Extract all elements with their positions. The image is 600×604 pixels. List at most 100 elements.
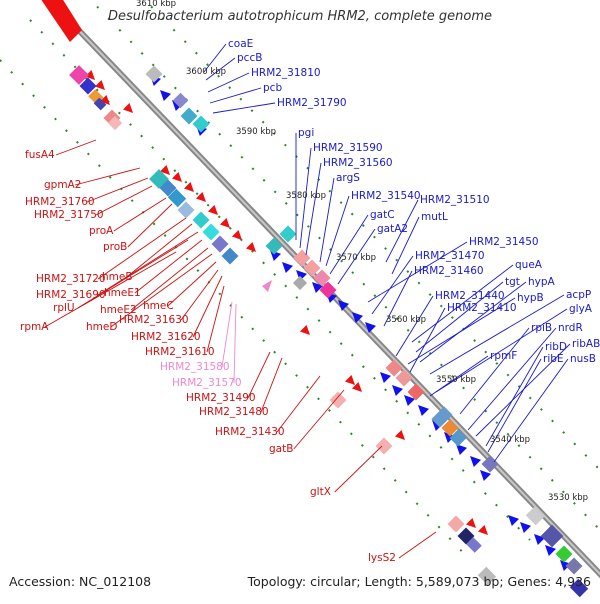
- kbp-tick-label: 3530 kbp: [548, 493, 588, 503]
- gene-block: [172, 92, 189, 109]
- leader-line: [299, 147, 312, 249]
- gene-arrow: [172, 172, 182, 182]
- gene-label: HRM2_31560: [323, 157, 393, 169]
- gene-arrow: [196, 192, 206, 202]
- gene-arrow: [282, 262, 293, 273]
- topology-text: Topology: circular; Length: 5,589,073 bp…: [247, 574, 591, 589]
- gene-label: HRM2_31750: [34, 209, 104, 221]
- gene-label: ribE: [543, 353, 564, 365]
- leader-line: [367, 241, 468, 303]
- label-leader-lines: [44, 43, 571, 559]
- gene-arrow: [184, 182, 194, 192]
- gene-block: [145, 65, 163, 83]
- gene-arrow: [300, 325, 310, 335]
- gene-arrow: [395, 430, 405, 440]
- leader-line: [337, 228, 376, 285]
- gene-label: HRM2_31760: [25, 196, 95, 208]
- leader-line: [276, 375, 321, 433]
- gene-block: [292, 275, 308, 291]
- gene-block: [525, 506, 545, 526]
- leader-line: [97, 231, 199, 296]
- leader-line: [398, 531, 437, 559]
- gene-label: tgt: [505, 276, 520, 288]
- gene-arrow: [520, 522, 531, 533]
- gene-block: [569, 578, 589, 598]
- gene-label: HRM2_31490: [186, 392, 256, 404]
- gene-label: mutL: [421, 211, 448, 223]
- gene-label: gatB: [269, 443, 293, 455]
- gene-label: nrdR: [558, 322, 583, 334]
- gene-label: HRM2_31510: [420, 194, 490, 206]
- gene-block: [447, 515, 465, 533]
- gene-arrow: [262, 280, 272, 292]
- gene-label: queA: [515, 259, 543, 271]
- gene-label: HRM2_31790: [277, 97, 347, 109]
- gene-label: HRM2_31450: [469, 236, 539, 248]
- gene-arrow: [123, 103, 133, 113]
- gene-label: proA: [89, 225, 114, 237]
- leader-line: [192, 275, 223, 338]
- gene-arrow: [232, 230, 242, 240]
- gene-block: [407, 383, 425, 401]
- leader-line: [44, 251, 177, 328]
- gene-label: gltX: [310, 486, 331, 498]
- gene-label: hypA: [528, 276, 556, 288]
- gene-block: [79, 77, 97, 95]
- leader-line: [409, 307, 446, 373]
- leader-line: [385, 199, 419, 263]
- gene-block: [279, 225, 297, 243]
- leader-line: [415, 281, 504, 353]
- gene-arrow: [352, 312, 363, 323]
- leader-line: [459, 327, 530, 415]
- gene-label: acpP: [566, 289, 591, 301]
- leader-line: [206, 285, 225, 353]
- leader-line: [134, 239, 203, 294]
- gene-label: rpmF: [490, 350, 517, 362]
- leader-line: [55, 139, 97, 156]
- leader-line: [209, 87, 262, 104]
- gene-arrow: [508, 515, 519, 526]
- gene-arrow: [470, 456, 481, 467]
- gene-arrow: [246, 242, 256, 252]
- leader-line: [467, 327, 557, 431]
- gene-block: [177, 201, 195, 219]
- leader-line: [74, 167, 141, 186]
- leader-line: [110, 253, 213, 328]
- gene-label: HRM2_31570: [172, 377, 242, 389]
- gene-arrow: [380, 372, 391, 383]
- gene-arrow: [392, 385, 403, 396]
- gene-block: [41, 0, 82, 42]
- leader-line: [419, 281, 527, 363]
- gene-label: HRM2_31590: [313, 142, 383, 154]
- leader-line: [334, 445, 383, 493]
- gene-block: [565, 557, 583, 575]
- gene-block: [69, 65, 89, 85]
- leader-line: [247, 351, 271, 399]
- gene-label: lysS2: [368, 552, 396, 564]
- gene-block: [319, 281, 337, 299]
- gene-label: HRM2_31440: [435, 290, 505, 302]
- leader-line: [77, 239, 189, 309]
- gene-label: HRM2_31410: [447, 302, 517, 314]
- leader-line: [113, 197, 167, 232]
- kbp-tick-label: 3560 kbp: [386, 315, 426, 325]
- gene-arrow: [338, 300, 349, 311]
- leader-line: [383, 270, 413, 327]
- map-title: Desulfobacterium autotrophicum HRM2, com…: [107, 9, 493, 24]
- kbp-tick-label: 3600 kbp: [186, 67, 226, 77]
- leader-line: [127, 203, 173, 248]
- gene-label: pcb: [263, 82, 282, 94]
- gene-block: [385, 359, 403, 377]
- leader-line: [411, 264, 514, 343]
- gene-block: [192, 211, 210, 229]
- gene-label: HRM2_31620: [131, 331, 201, 343]
- gene-arrow: [456, 444, 467, 455]
- gene-arrow: [172, 100, 183, 111]
- gene-arrow: [466, 518, 476, 528]
- gene-label: rpiB: [531, 322, 552, 334]
- gene-arrow: [365, 322, 376, 333]
- leader-line: [407, 297, 516, 365]
